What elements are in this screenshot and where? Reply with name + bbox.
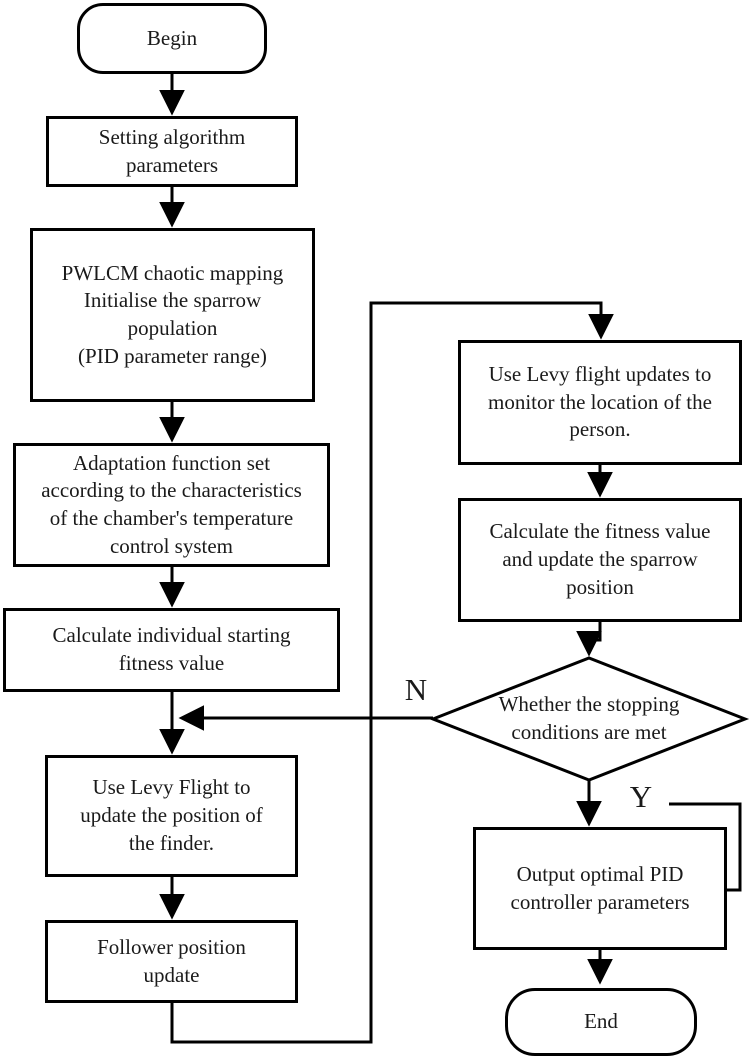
edge-label-no: N bbox=[404, 672, 428, 707]
edge-calc-fitness-to-decision bbox=[576, 622, 602, 657]
node-pwlcm-init: PWLCM chaotic mapping Initialise the spa… bbox=[30, 228, 315, 402]
node-calc-starting-fitness-label: Calculate individual starting fitness va… bbox=[52, 623, 291, 675]
edge-yes-connector bbox=[669, 802, 742, 892]
node-follower-update: Follower position update bbox=[45, 920, 298, 1003]
node-setting-parameters-label: Setting algorithm parameters bbox=[98, 124, 246, 177]
node-adaptation-function-label: Adaptation function set according to the… bbox=[41, 450, 302, 558]
node-levy-finder: Use Levy Flight to update the position o… bbox=[45, 755, 298, 877]
node-calc-fitness-update: Calculate the fitness value and update t… bbox=[458, 498, 742, 622]
node-end-label: End bbox=[584, 1009, 618, 1034]
node-begin: Begin bbox=[77, 3, 267, 74]
node-decision: Whether the stopping conditions are met bbox=[443, 664, 735, 774]
node-output-pid: Output optimal PID controller parameters bbox=[473, 827, 727, 950]
node-decision-label: Whether the stopping conditions are met bbox=[498, 692, 680, 744]
edge-follower-loop-to-levy-monitor bbox=[170, 301, 614, 1044]
node-levy-finder-label: Use Levy Flight to update the position o… bbox=[80, 775, 263, 855]
node-begin-label: Begin bbox=[146, 25, 198, 50]
node-levy-monitor-label: Use Levy flight updates to monitor the l… bbox=[488, 361, 712, 442]
node-output-pid-label: Output optimal PID controller parameters bbox=[510, 861, 690, 914]
node-end: End bbox=[505, 988, 697, 1056]
node-calc-starting-fitness: Calculate individual starting fitness va… bbox=[3, 608, 340, 692]
node-follower-update-label: Follower position update bbox=[97, 934, 246, 987]
node-setting-parameters: Setting algorithm parameters bbox=[46, 116, 298, 187]
node-levy-monitor: Use Levy flight updates to monitor the l… bbox=[458, 340, 742, 465]
node-pwlcm-init-label: PWLCM chaotic mapping Initialise the spa… bbox=[61, 260, 284, 368]
node-adaptation-function: Adaptation function set according to the… bbox=[13, 443, 330, 567]
edge-label-yes: Y bbox=[629, 779, 653, 814]
decision-diamond bbox=[428, 656, 750, 782]
node-calc-fitness-update-label: Calculate the fitness value and update t… bbox=[489, 519, 711, 599]
